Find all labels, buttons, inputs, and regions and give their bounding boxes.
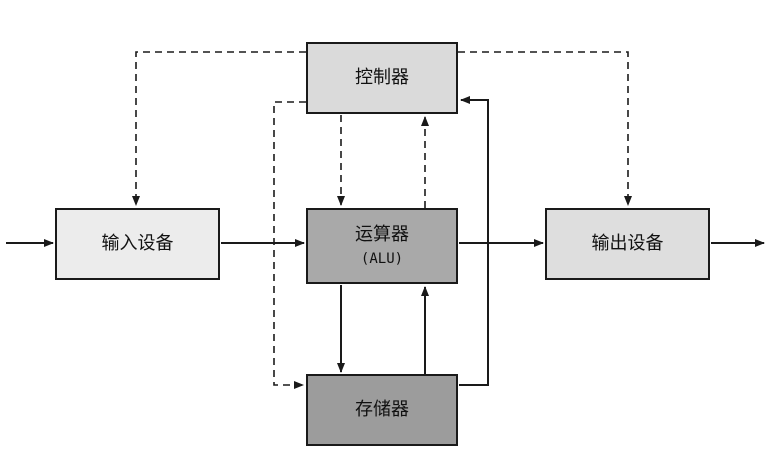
edge-memory-to-controller (459, 96, 489, 386)
input-device-node: 输入设备 (55, 208, 220, 280)
memory-node: 存储器 (306, 374, 458, 446)
output-device-label: 输出设备 (591, 232, 664, 254)
controller-label: 控制器 (355, 66, 409, 88)
edge-controller-to-input (132, 51, 306, 206)
alu-node: 运算器 (ALU) (306, 208, 458, 284)
memory-label: 存储器 (355, 398, 409, 420)
input-device-label: 输入设备 (101, 232, 174, 254)
controller-node: 控制器 (306, 42, 458, 114)
alu-label: 运算器 (355, 224, 409, 245)
edge-controller-to-output (458, 51, 632, 206)
output-device-node: 输出设备 (545, 208, 710, 280)
edge-controller-to-memory (273, 101, 306, 389)
alu-sublabel: (ALU) (360, 250, 404, 267)
